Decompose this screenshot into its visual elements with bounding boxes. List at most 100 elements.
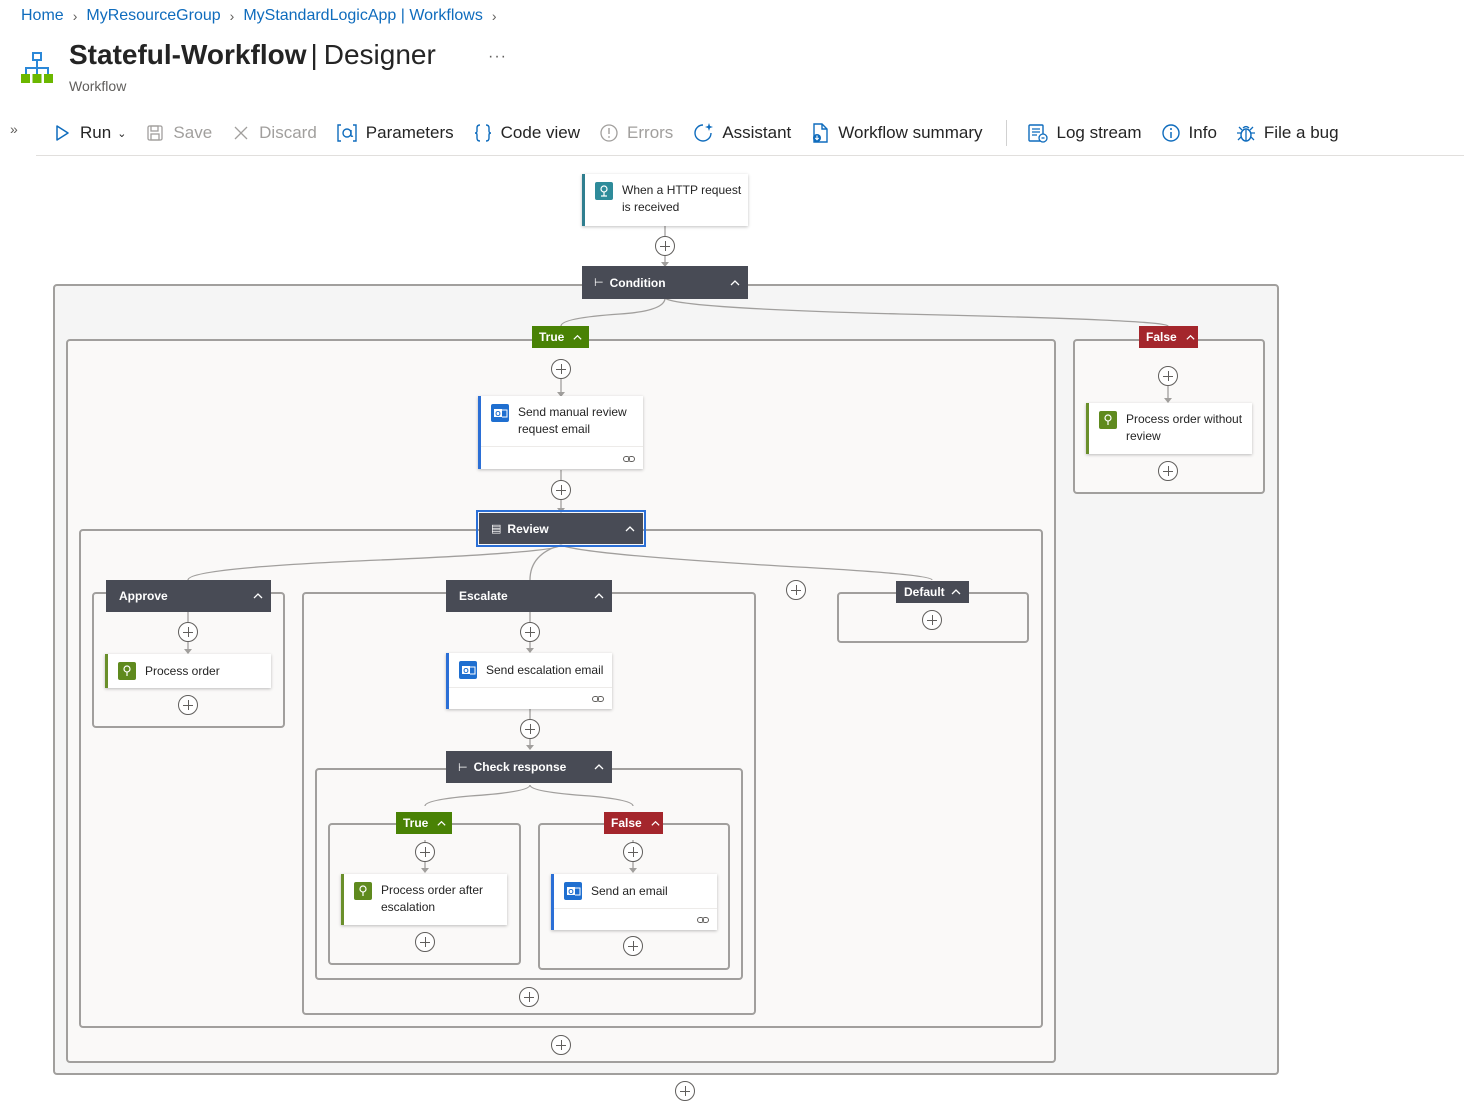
process-order-card[interactable]: Process order	[105, 654, 271, 688]
add-step-button[interactable]	[922, 610, 942, 630]
discard-button[interactable]: Discard	[231, 123, 317, 143]
add-step-button[interactable]	[520, 622, 540, 642]
card-divider	[554, 908, 717, 909]
add-step-button[interactable]	[655, 236, 675, 256]
condition-header[interactable]: ⊢ Condition	[582, 266, 748, 299]
default-label: Default	[904, 585, 945, 599]
process-without-review-card[interactable]: Process order without review	[1086, 403, 1252, 454]
save-button[interactable]: Save	[145, 123, 212, 143]
log-stream-label: Log stream	[1056, 123, 1142, 142]
process-without-review-title: Process order without review	[1126, 411, 1242, 445]
escalate-case-header[interactable]: Escalate	[446, 580, 612, 612]
add-step-button[interactable]	[675, 1081, 695, 1101]
chevron-up-icon[interactable]	[252, 590, 264, 602]
send-escalation-email-card[interactable]: O Send escalation email	[446, 653, 612, 709]
chevron-up-icon[interactable]	[624, 523, 636, 535]
code-view-button[interactable]: Code view	[473, 123, 580, 143]
chevron-down-icon: ⌄	[117, 127, 127, 140]
parameters-label: Parameters	[365, 123, 454, 142]
default-case-header[interactable]: Default	[896, 581, 969, 603]
chevron-up-icon[interactable]	[950, 586, 962, 598]
outlook-icon: O	[459, 661, 477, 679]
send-an-email-card[interactable]: O Send an email	[551, 874, 717, 930]
assistant-label: Assistant	[722, 123, 792, 142]
chevron-up-icon	[651, 820, 660, 826]
check-response-true-tag[interactable]: True	[396, 812, 452, 834]
expand-menu-button[interactable]: »	[10, 121, 18, 137]
check-response-header[interactable]: ⊢ Check response	[446, 751, 612, 783]
parameters-button[interactable]: Parameters	[336, 123, 454, 143]
sparkle-icon	[694, 123, 714, 142]
add-step-button[interactable]	[520, 719, 540, 739]
process-without-review-line-2: review	[1126, 429, 1161, 443]
condition-true-tag[interactable]: True	[532, 326, 589, 348]
check-response-false-label: False	[611, 816, 642, 830]
page-title: Stateful-Workflow|Designer	[69, 39, 436, 71]
workflow-summary-button[interactable]: Workflow summary	[810, 122, 983, 144]
escalate-label: Escalate	[459, 589, 508, 603]
svg-text:O: O	[568, 889, 574, 896]
add-case-button[interactable]	[786, 580, 806, 600]
run-button[interactable]: Run ⌄	[52, 123, 126, 143]
condition-icon: ⊢	[594, 277, 604, 289]
document-download-icon	[813, 123, 828, 143]
assistant-button[interactable]: Assistant	[692, 122, 791, 144]
more-options-button[interactable]: ···	[488, 48, 507, 65]
send-an-email-title: Send an email	[591, 884, 668, 898]
errors-button[interactable]: Errors	[599, 123, 673, 143]
add-step-button[interactable]	[415, 842, 435, 862]
http-trigger-line-2: is received	[622, 200, 680, 214]
chevron-up-icon[interactable]	[593, 761, 605, 773]
check-response-false-tag[interactable]: False	[604, 812, 663, 834]
add-step-button[interactable]	[178, 622, 198, 642]
breadcrumb-resource-group[interactable]: MyResourceGroup	[86, 7, 221, 24]
http-request-icon	[595, 182, 613, 200]
close-icon	[234, 126, 248, 140]
add-step-button[interactable]	[623, 936, 643, 956]
chevron-up-icon[interactable]	[593, 590, 605, 602]
condition-label: Condition	[609, 275, 666, 290]
add-step-button[interactable]	[519, 987, 539, 1007]
outlook-icon: O	[491, 404, 509, 422]
command-bar: Run ⌄ Save Discard Parameters Code view …	[52, 117, 1358, 149]
chevron-right-icon: ›	[229, 8, 235, 24]
file-bug-label: File a bug	[1263, 123, 1339, 142]
chevron-up-icon	[437, 820, 446, 826]
errors-label: Errors	[627, 123, 674, 142]
file-bug-button[interactable]: File a bug	[1236, 123, 1339, 143]
toolbar-divider	[1005, 120, 1007, 146]
process-after-escalation-line-2: escalation	[381, 900, 436, 914]
add-step-button[interactable]	[1158, 366, 1178, 386]
workflow-summary-label: Workflow summary	[838, 123, 983, 142]
review-switch-header[interactable]: ▤ Review	[476, 510, 646, 547]
log-stream-button[interactable]: Log stream	[1027, 123, 1142, 143]
check-response-label: Check response	[473, 760, 567, 774]
breadcrumb-logic-app-workflows[interactable]: MyStandardLogicApp | Workflows	[243, 7, 483, 24]
info-icon	[1161, 124, 1180, 142]
workflow-name: Stateful-Workflow	[69, 39, 307, 70]
info-button[interactable]: Info	[1161, 123, 1217, 143]
outlook-icon: O	[564, 882, 582, 900]
condition-false-tag[interactable]: False	[1139, 326, 1198, 348]
add-step-button[interactable]	[551, 480, 571, 500]
chevron-up-icon[interactable]	[729, 277, 741, 289]
discard-label: Discard	[259, 123, 317, 142]
add-step-button[interactable]	[1158, 461, 1178, 481]
chevron-up-icon	[1186, 334, 1195, 340]
approve-label: Approve	[119, 589, 168, 603]
add-step-button[interactable]	[551, 359, 571, 379]
add-step-button[interactable]	[178, 695, 198, 715]
process-without-review-line-1: Process order without	[1126, 412, 1243, 426]
code-view-label: Code view	[500, 123, 581, 142]
add-step-button[interactable]	[623, 842, 643, 862]
approve-case-header[interactable]: Approve	[106, 580, 271, 612]
breadcrumb-home[interactable]: Home	[21, 7, 64, 24]
add-step-button[interactable]	[415, 932, 435, 952]
add-step-button[interactable]	[551, 1035, 571, 1055]
